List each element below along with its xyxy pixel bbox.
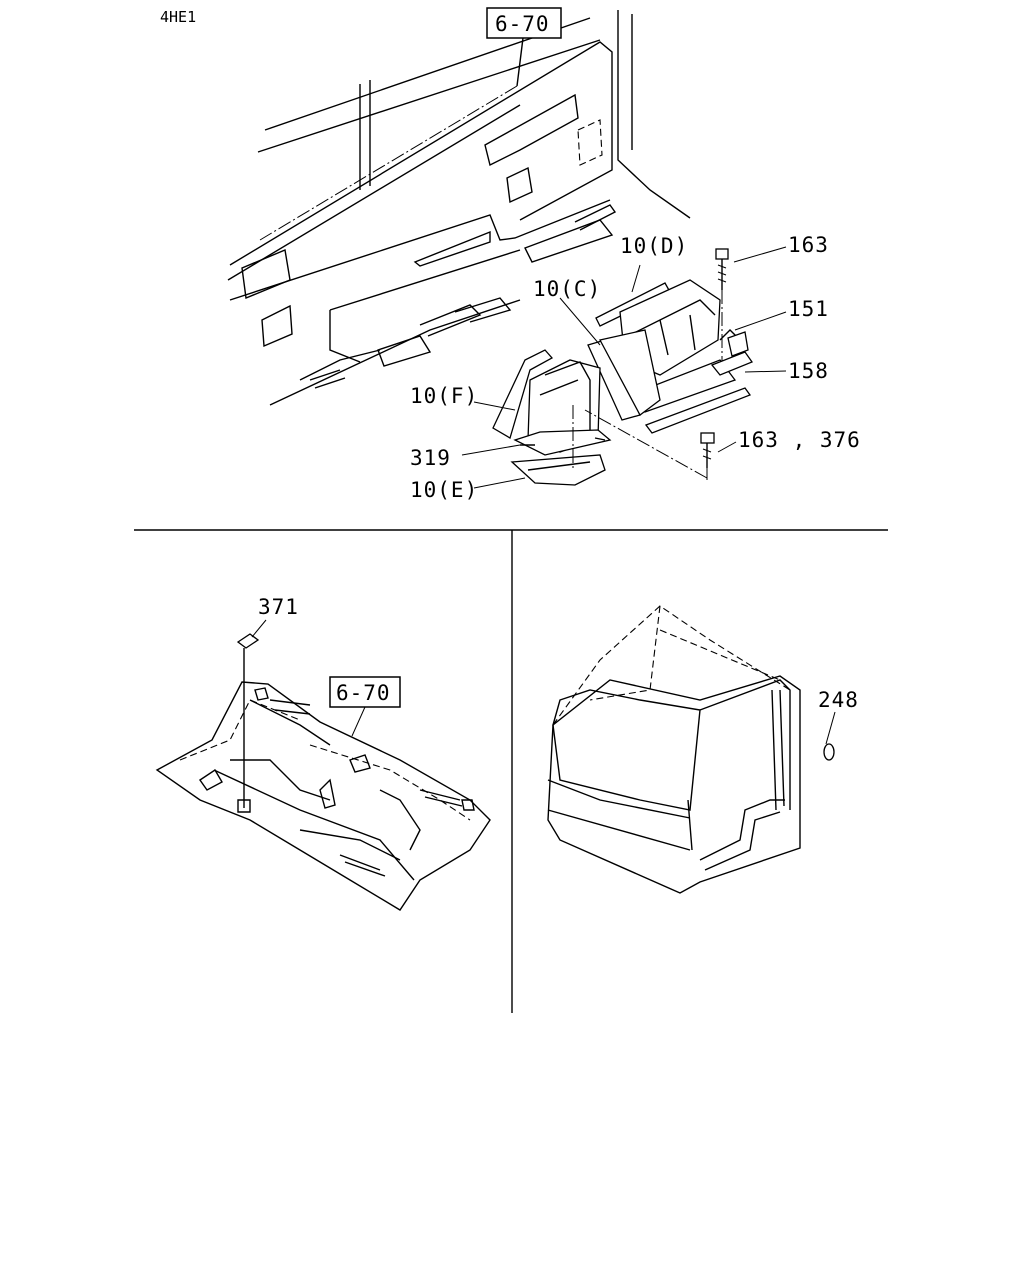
ref-box-top-label: 6-70 [495,12,550,36]
grommet-248 [823,743,835,761]
leaders-top [461,246,787,489]
floor-mat [155,681,491,911]
bottom-right-view: 248 [547,605,859,894]
callout-151: 151 [788,297,829,321]
leader-371 [251,619,267,638]
leader-248 [825,711,836,745]
bolt-163 [715,248,729,362]
ref-box-bottom-left-label: 6-70 [336,681,391,705]
ref-box-top: 6-70 [259,7,562,241]
part-319-bracket [513,429,612,456]
part-10E-cover [510,454,606,486]
callout-158: 158 [788,359,829,383]
cab-floor-panel [229,199,617,406]
bottom-left-view: 371 6-70 [155,595,491,911]
top-view: 6-70 [227,7,861,502]
callout-319: 319 [410,446,451,470]
bolt-163-376 [584,409,715,480]
cab-body [547,605,801,894]
cab-rear-wall [227,10,691,348]
callout-10C: 10(C) [533,277,601,301]
callout-10F: 10(F) [410,384,478,408]
callout-163: 163 [788,233,829,257]
callout-248: 248 [818,688,859,712]
model-code: 4HE1 [160,8,196,26]
callout-10D: 10(D) [620,234,688,258]
ref-box-bottom-left: 6-70 [329,676,401,737]
part-158-plate [710,351,754,376]
callout-371: 371 [258,595,299,619]
part-151-clip [727,331,749,357]
callout-10E: 10(E) [410,478,478,502]
part-10F-cover [492,349,601,453]
part-10C-cover [587,329,661,421]
callout-163-376: 163 , 376 [738,428,861,452]
clip-371 [236,633,260,813]
